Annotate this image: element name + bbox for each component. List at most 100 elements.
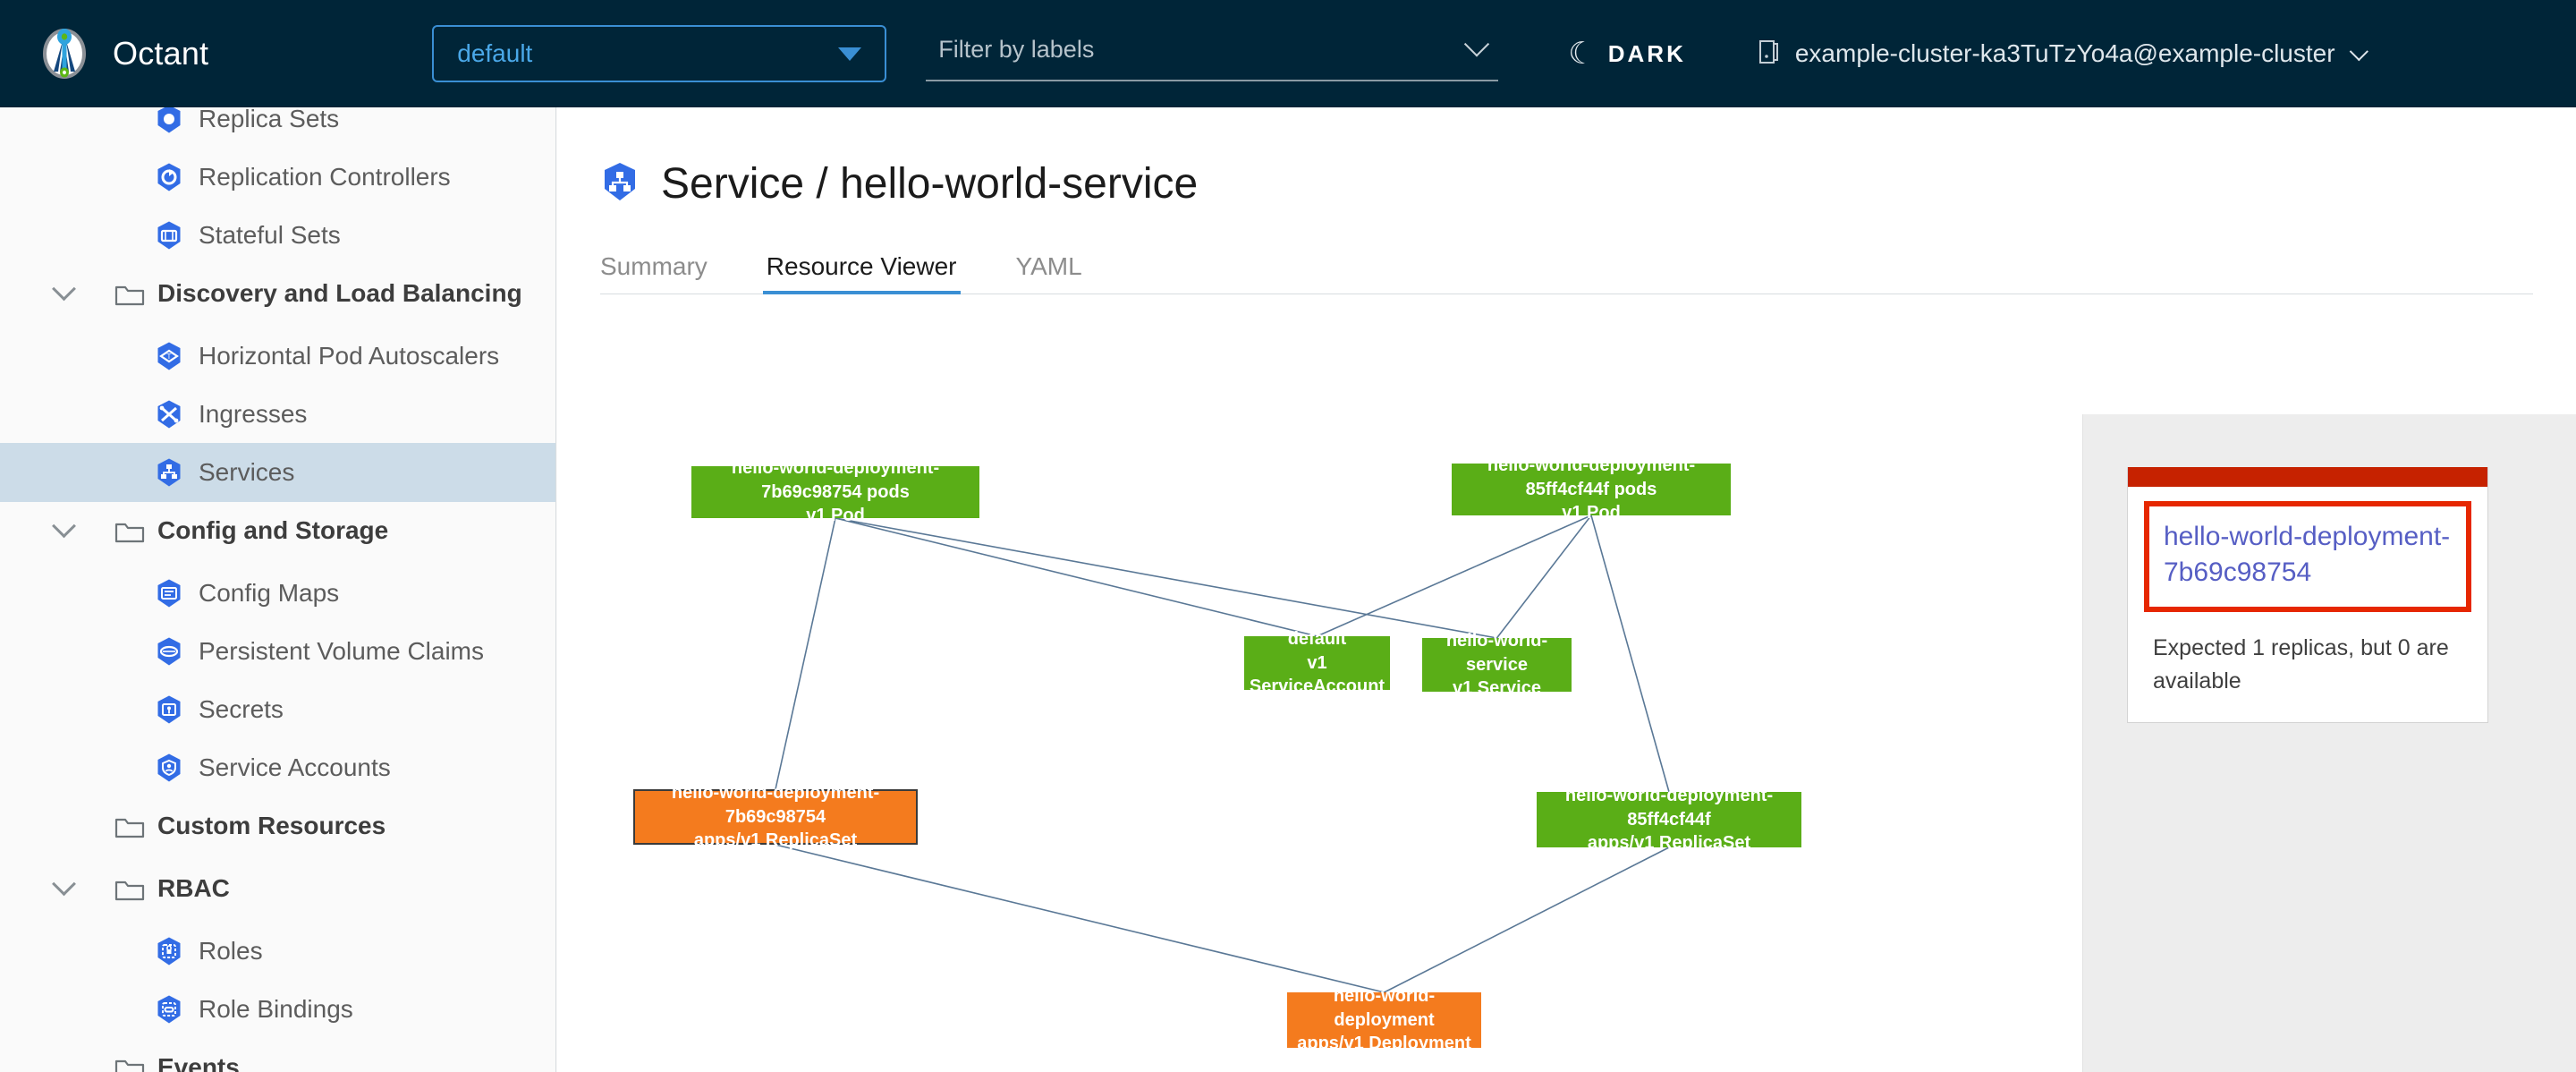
sidebar-item-custom-resources[interactable]: Custom Resources (0, 796, 556, 855)
cluster-label: example-cluster-ka3TuTzYo4a@example-clus… (1795, 39, 2335, 68)
chevron-down-icon[interactable] (52, 872, 76, 896)
brand[interactable]: Octant (38, 27, 208, 81)
k8s-ingress-icon (154, 399, 184, 430)
folder-icon (114, 877, 145, 901)
tab-summary[interactable]: Summary (600, 252, 708, 294)
sidebar-item-discovery-and-load-balancing[interactable]: Discovery and Load Balancing (0, 264, 556, 323)
graph-node-rs-85ff[interactable]: hello-world-deployment-85ff4cf44fapps/v1… (1537, 792, 1801, 847)
status-badge (2128, 467, 2487, 487)
status-alert-card[interactable]: hello-world-deployment-7b69c98754 Expect… (2127, 467, 2488, 723)
namespace-value: default (457, 39, 532, 68)
sidebar-item-service-accounts[interactable]: Service Accounts (0, 738, 556, 797)
graph-edge (775, 845, 1385, 992)
alert-message: Expected 1 replicas, but 0 are available (2128, 612, 2487, 722)
graph-edge (1318, 515, 1592, 636)
sidebar-item-label: Replica Sets (199, 107, 339, 133)
tab-bar[interactable]: Summary Resource Viewer YAML (600, 244, 2533, 294)
k8s-service-icon (154, 457, 184, 488)
chevron-down-icon[interactable] (52, 514, 76, 538)
svg-text:T: T (167, 353, 172, 361)
k8s-replicaset-icon (154, 107, 184, 134)
sidebar-item-label: Discovery and Load Balancing (157, 279, 522, 308)
label-filter-placeholder: Filter by labels (938, 36, 1094, 64)
k8s-pvc-icon (154, 636, 184, 667)
main-content: Service / hello-world-service Summary Re… (557, 107, 2576, 1072)
sidebar-item-label: Horizontal Pod Autoscalers (199, 342, 499, 370)
namespace-select[interactable]: default (432, 25, 886, 82)
graph-edge (1497, 515, 1592, 638)
graph-node-name: hello-world-deployment-85ff4cf44f (1537, 784, 1801, 831)
k8s-service-icon (600, 161, 640, 207)
k8s-statefulset-icon (154, 220, 184, 251)
page-title-text: Service / hello-world-service (661, 159, 1198, 208)
sidebar-item-label: Role Bindings (199, 995, 353, 1024)
sidebar-item-label: Roles (199, 937, 263, 966)
top-header: Octant default Filter by labels ☾ DARK e… (0, 0, 2576, 107)
graph-node-kind: apps/v1 ReplicaSet (1588, 831, 1750, 855)
sidebar-item-roles[interactable]: Roles (0, 922, 556, 981)
k8s-rolebinding-icon (154, 994, 184, 1025)
graph-node-pod-85ff[interactable]: hello-world-deployment-85ff4cf44f podsv1… (1452, 464, 1731, 515)
graph-node-name: hello-world-deployment-7b69c98754 (635, 781, 916, 829)
sidebar-item-persistent-volume-claims[interactable]: Persistent Volume Claims (0, 622, 556, 681)
sidebar-item-label: Services (199, 458, 294, 487)
graph-edge (775, 518, 835, 789)
tab-yaml[interactable]: YAML (1016, 252, 1082, 294)
graph-node-kind: apps/v1 Deployment (1297, 1032, 1471, 1055)
cluster-icon (1756, 38, 1781, 70)
resource-graph[interactable]: hello-world-deployment-7b69c98754 podsv1… (557, 414, 2082, 1072)
sidebar-item-role-bindings[interactable]: Role Bindings (0, 980, 556, 1039)
graph-node-name: hello-world-deployment (1287, 984, 1481, 1032)
graph-node-deploy[interactable]: hello-world-deploymentapps/v1 Deployment (1287, 992, 1481, 1048)
label-filter-input[interactable]: Filter by labels (926, 26, 1498, 81)
sidebar[interactable]: Replica SetsReplication ControllersState… (0, 107, 556, 1072)
sidebar-item-config-and-storage[interactable]: Config and Storage (0, 501, 556, 560)
chevron-down-icon (1464, 31, 1489, 56)
sidebar-item-label: Config Maps (199, 579, 339, 608)
graph-node-kind: apps/v1 ReplicaSet (694, 829, 857, 852)
sidebar-item-label: Persistent Volume Claims (199, 637, 484, 666)
graph-node-rs-7b69[interactable]: hello-world-deployment-7b69c98754apps/v1… (633, 789, 918, 845)
graph-edge (1385, 847, 1670, 992)
k8s-secret-icon (154, 694, 184, 725)
sidebar-item-stateful-sets[interactable]: Stateful Sets (0, 206, 556, 265)
k8s-hpa-icon: T (154, 341, 184, 371)
sidebar-item-label: Config and Storage (157, 516, 388, 545)
sidebar-item-config-maps[interactable]: Config Maps (0, 564, 556, 623)
sidebar-item-label: Custom Resources (157, 812, 386, 840)
sidebar-item-label: Ingresses (199, 400, 307, 429)
theme-toggle-label: DARK (1608, 40, 1686, 68)
k8s-configmap-icon (154, 578, 184, 608)
sidebar-item-services[interactable]: Services (0, 443, 556, 502)
graph-node-kind: v1 Pod (806, 504, 865, 527)
cluster-selector[interactable]: example-cluster-ka3TuTzYo4a@example-clus… (1756, 38, 2363, 70)
sidebar-item-rbac[interactable]: RBAC (0, 859, 556, 918)
chevron-down-icon (2349, 42, 2368, 61)
k8s-replicationcontroller-icon (154, 162, 184, 192)
graph-node-name: default (1288, 627, 1347, 651)
graph-node-kind: v1 Service (1453, 676, 1541, 700)
graph-node-svc[interactable]: hello-world-servicev1 Service (1422, 638, 1572, 692)
alert-resource-link[interactable]: hello-world-deployment-7b69c98754 (2164, 519, 2452, 591)
sidebar-item-replica-sets[interactable]: Replica Sets (0, 107, 556, 149)
graph-node-kind: v1 Pod (1562, 501, 1621, 524)
graph-node-sa[interactable]: defaultv1 ServiceAccount (1244, 636, 1390, 690)
theme-toggle[interactable]: ☾ DARK (1568, 38, 1686, 69)
sidebar-item-label: Stateful Sets (199, 221, 341, 250)
sidebar-item-replication-controllers[interactable]: Replication Controllers (0, 148, 556, 207)
folder-icon (114, 282, 145, 306)
sidebar-item-label: Secrets (199, 695, 284, 724)
graph-edge (835, 518, 1497, 638)
sidebar-item-label: RBAC (157, 874, 230, 903)
sidebar-item-events[interactable]: Events (0, 1038, 556, 1072)
tab-resource-viewer[interactable]: Resource Viewer (767, 252, 957, 294)
sidebar-item-label: Events (157, 1053, 240, 1072)
sidebar-item-secrets[interactable]: Secrets (0, 680, 556, 739)
sidebar-item-horizontal-pod-autoscalers[interactable]: T Horizontal Pod Autoscalers (0, 327, 556, 386)
sidebar-item-ingresses[interactable]: Ingresses (0, 385, 556, 444)
folder-icon (114, 814, 145, 838)
chevron-down-icon[interactable] (52, 277, 76, 301)
k8s-role-icon (154, 936, 184, 966)
graph-node-pod-7b69[interactable]: hello-world-deployment-7b69c98754 podsv1… (691, 466, 979, 518)
graph-node-name: hello-world-deployment-7b69c98754 pods (691, 456, 979, 504)
